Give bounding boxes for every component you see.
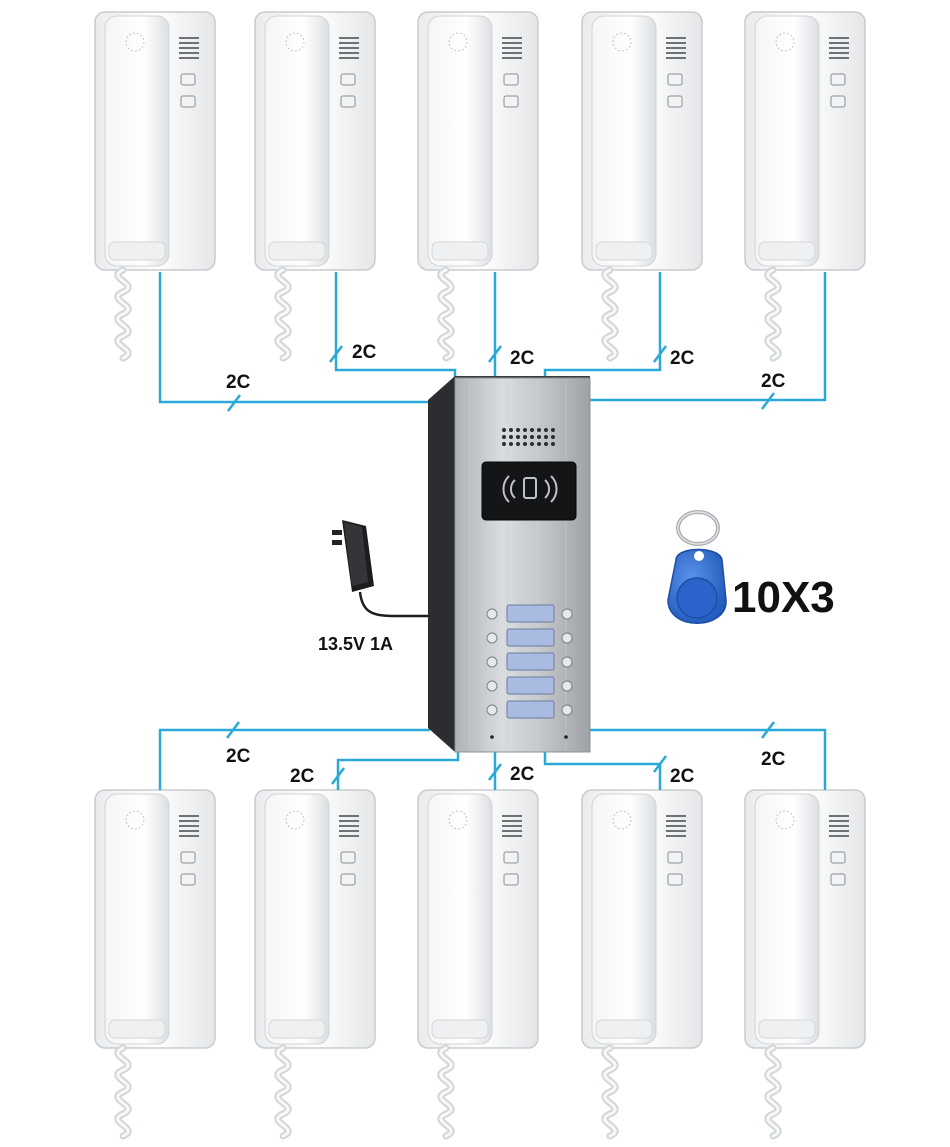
wire-label-top-5: 2C [761, 371, 786, 392]
wire-label-top-4: 2C [670, 348, 695, 369]
call-button-4 [486, 676, 573, 695]
handset-top-4 [581, 11, 703, 358]
power-spec-label: 13.5V 1A [318, 634, 393, 654]
handset-bottom-3 [417, 789, 539, 1136]
call-button-3 [486, 652, 573, 671]
handset-bottom-5 [744, 789, 866, 1136]
wire-label-bottom-4: 2C [670, 766, 695, 787]
rfid-icon [502, 475, 558, 503]
call-button-5 [486, 700, 573, 719]
speaker-grille [502, 428, 555, 446]
wire-label-bottom-2: 2C [290, 766, 315, 787]
wire-label-top-1: 2C [226, 372, 251, 393]
wire-label-bottom-1: 2C [226, 746, 251, 767]
handset-top-1 [94, 11, 216, 358]
call-button-2 [486, 628, 573, 647]
call-button-1 [486, 604, 573, 623]
wire-label-bottom-5: 2C [761, 749, 786, 770]
handset-bottom-4 [581, 789, 703, 1136]
handset-top-2 [254, 11, 376, 358]
power-adapter [332, 520, 428, 618]
wiring [158, 272, 827, 790]
wire-label-bottom-3: 2C [510, 764, 535, 785]
wire-label-top-2: 2C [352, 342, 377, 363]
handset-bottom-1 [94, 789, 216, 1136]
keyfob-icon [667, 510, 727, 624]
handset-top-3 [417, 11, 539, 358]
wire-label-top-3: 2C [510, 348, 535, 369]
handset-bottom-2 [254, 789, 376, 1136]
call-buttons [486, 604, 573, 719]
handset-top-5 [744, 11, 866, 358]
keyfob-quantity-label: 10X3 [732, 573, 835, 622]
door-station-panel [428, 376, 591, 753]
